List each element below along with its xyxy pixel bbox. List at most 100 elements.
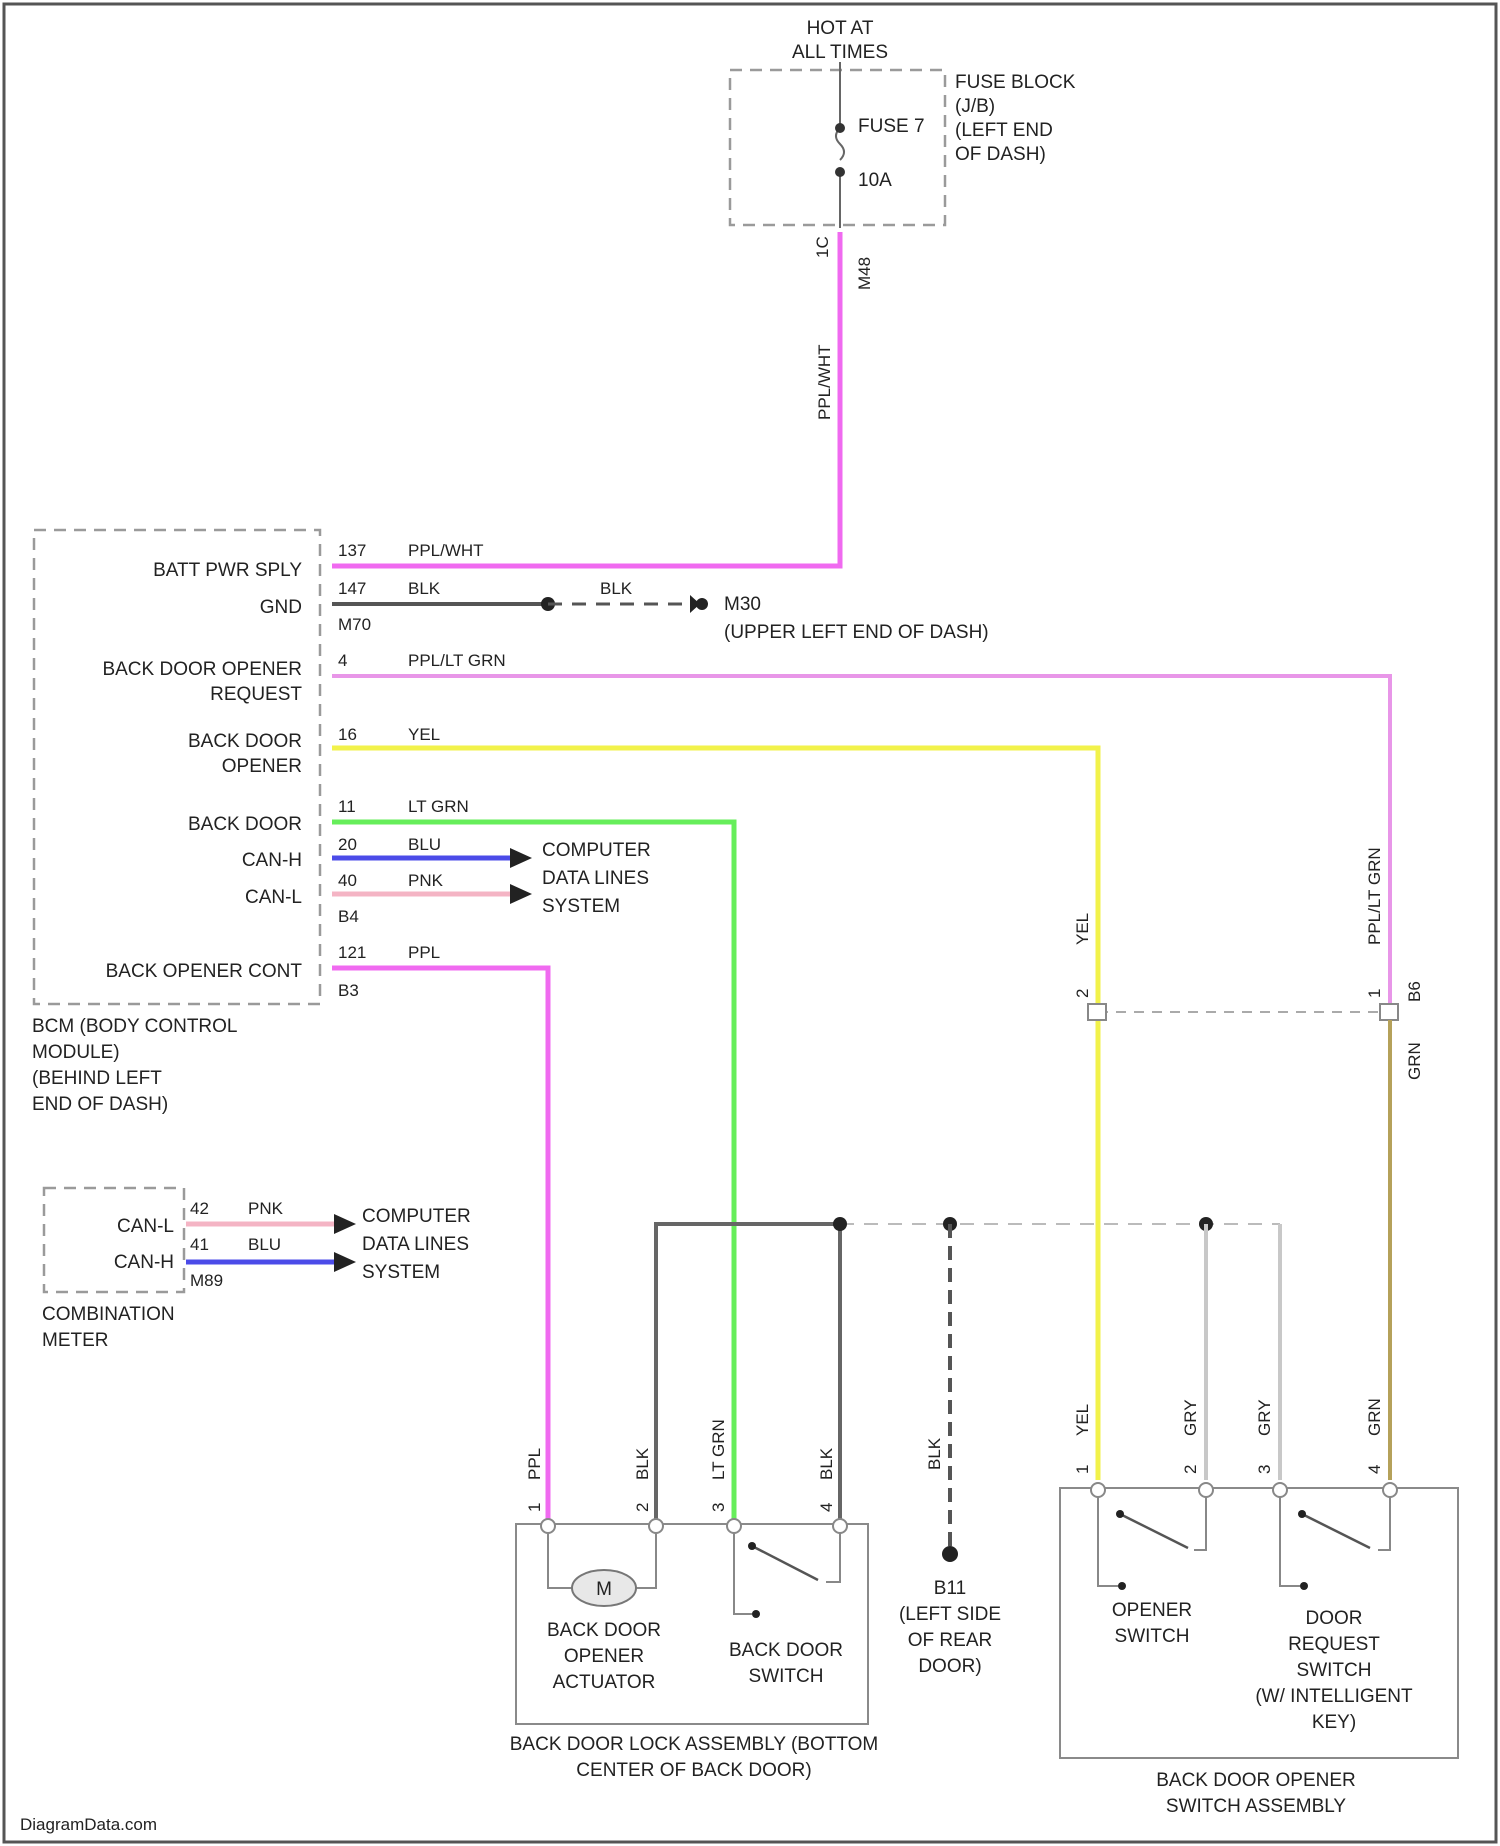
bcm-pin-name-canl: CAN-L [245, 887, 302, 908]
bcm-pin-name-boc: BACK OPENER CONT [106, 961, 303, 982]
bcm-pin-20: 20 [338, 835, 357, 854]
opener-switch-blade [1120, 1514, 1188, 1548]
opener-pin-4-color: GRN [1365, 1398, 1384, 1436]
bcm-pin-name-bdo-1: BACK DOOR [188, 731, 302, 752]
opener-terminal-4 [1383, 1483, 1397, 1497]
opener-pin-2-color: GRY [1181, 1399, 1200, 1436]
lock-terminal-3 [727, 1519, 741, 1533]
inline-lower-color: GRN [1405, 1042, 1424, 1080]
bcm-pin-121: 121 [338, 943, 366, 962]
bcm-label-1: BCM (BODY CONTROL [32, 1016, 238, 1037]
opener-pin-2: 2 [1181, 1465, 1200, 1474]
meter-can-h-name: CAN-H [114, 1252, 174, 1273]
combination-meter-box [44, 1188, 184, 1292]
ground-m30-location: (UPPER LEFT END OF DASH) [724, 622, 989, 643]
inline-connector-right [1380, 1004, 1398, 1020]
bcm-label-4: END OF DASH) [32, 1094, 168, 1115]
opener-switch-label-1: OPENER [1112, 1600, 1192, 1621]
opener-pin-3: 3 [1255, 1465, 1274, 1474]
inline-connector-left [1088, 1004, 1106, 1020]
lock-assembly-label-1: BACK DOOR LOCK ASSEMBLY (BOTTOM [510, 1734, 878, 1755]
inline-left-pin: 2 [1073, 989, 1092, 998]
back-door-switch-blade [752, 1546, 818, 1580]
motor-symbol: M [596, 1579, 612, 1600]
bcm-pin-40: 40 [338, 871, 357, 890]
request-switch-pivot [1298, 1510, 1306, 1518]
back-door-switch-contact [752, 1610, 760, 1618]
opener-pin-4: 4 [1365, 1465, 1384, 1474]
actuator-label-2: OPENER [564, 1646, 644, 1667]
opener-pin-1: 1 [1073, 1465, 1092, 1474]
bcm-conn-b4: B4 [338, 907, 359, 926]
opener-assembly-label-1: BACK DOOR OPENER [1156, 1770, 1356, 1791]
meter-color-42: PNK [248, 1199, 284, 1218]
bcm-color-20: BLU [408, 835, 441, 854]
can-h-arrow-bcm [510, 848, 532, 868]
outer-frame [4, 4, 1496, 1842]
lock-pin-2-color: BLK [633, 1447, 652, 1480]
meter-data-lines-2: DATA LINES [362, 1234, 469, 1255]
meter-can-l-name: CAN-L [117, 1216, 174, 1237]
bcm-color-121: PPL [408, 943, 440, 962]
bcm-pin-name-bdor-2: REQUEST [210, 684, 302, 705]
wire-lt-grn [332, 822, 734, 1522]
wire-ppl-lt-grn [332, 676, 1390, 1012]
meter-label-1: COMBINATION [42, 1304, 175, 1325]
lock-pin-2: 2 [633, 1503, 652, 1512]
bcm-pin-11: 11 [338, 797, 356, 816]
bcm-pin-name-gnd: GND [260, 597, 302, 618]
feed-pin: 1C [813, 236, 832, 258]
request-switch-label-3: SWITCH [1297, 1660, 1372, 1681]
opener-pin-1-color: YEL [1073, 1404, 1092, 1436]
bcm-pin-137: 137 [338, 541, 366, 560]
meter-label-2: METER [42, 1330, 109, 1351]
back-door-switch-label-1: BACK DOOR [729, 1640, 843, 1661]
bcm-color-40: PNK [408, 871, 444, 890]
lock-pin-4-color: BLK [817, 1447, 836, 1480]
request-switch-contact [1300, 1582, 1308, 1590]
bcm-pin-name-batt: BATT PWR SPLY [153, 560, 302, 581]
hot-at-label-1: HOT AT [807, 18, 874, 39]
lock-terminal-1 [541, 1519, 555, 1533]
back-door-switch-label-2: SWITCH [749, 1666, 824, 1687]
bus-splice-1 [833, 1217, 847, 1231]
fuse-terminal-bottom [835, 167, 845, 177]
opener-terminal-3 [1273, 1483, 1287, 1497]
actuator-label-1: BACK DOOR [547, 1620, 661, 1641]
opener-switch-pivot [1116, 1510, 1124, 1518]
bcm-color-137: PPL/WHT [408, 541, 484, 560]
watermark: DiagramData.com [20, 1815, 157, 1834]
back-door-switch-pivot [748, 1542, 756, 1550]
opener-terminal-1 [1091, 1483, 1105, 1497]
opener-pin-3-color: GRY [1255, 1399, 1274, 1436]
bcm-color-147: BLK [408, 579, 441, 598]
ground-b11-label-1: B11 [934, 1578, 966, 1599]
lock-pin-3: 3 [709, 1503, 728, 1512]
feed-wire-color: PPL/WHT [815, 344, 834, 420]
inline-left-color: YEL [1073, 913, 1092, 945]
request-switch-circuit [1280, 1497, 1390, 1586]
lock-pin-4: 4 [817, 1503, 836, 1512]
bcm-conn-b3: B3 [338, 981, 359, 1000]
bcm-pin-147: 147 [338, 579, 366, 598]
can-l-arrow-bcm [510, 884, 532, 904]
feed-connector: M48 [855, 257, 874, 290]
lock-terminal-4 [833, 1519, 847, 1533]
meter-data-lines-1: COMPUTER [362, 1206, 471, 1227]
inline-right-color: PPL/LT GRN [1365, 847, 1384, 945]
fuse-block-label-4: OF DASH) [955, 144, 1046, 165]
bcm-data-lines-2: DATA LINES [542, 868, 649, 889]
bcm-color-4: PPL/LT GRN [408, 651, 506, 670]
bcm-label-2: MODULE) [32, 1042, 120, 1063]
opener-assembly-label-2: SWITCH ASSEMBLY [1166, 1796, 1347, 1817]
hot-at-label-2: ALL TIMES [792, 42, 888, 63]
can-h-arrow-meter [334, 1252, 356, 1272]
bcm-pin-name-canh: CAN-H [242, 850, 302, 871]
fuse-terminal-top [835, 123, 845, 133]
bcm-color-16: YEL [408, 725, 440, 744]
bcm-pin-4: 4 [338, 651, 347, 670]
request-switch-label-2: REQUEST [1288, 1634, 1380, 1655]
ground-b11-label-3: OF REAR [908, 1630, 992, 1651]
ground-m30-label: M30 [724, 594, 761, 615]
request-switch-label-1: DOOR [1306, 1608, 1363, 1629]
